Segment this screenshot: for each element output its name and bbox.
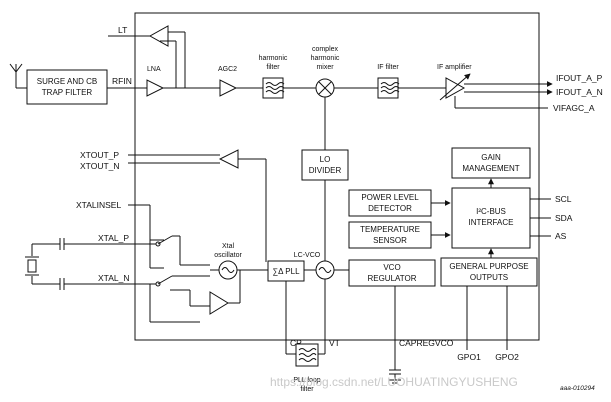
pin-sda: SDA — [555, 213, 573, 223]
pll-label: ∑Δ PLL — [272, 267, 300, 276]
harmonic-filter-label-1: harmonic — [259, 55, 288, 62]
chip-outline — [134, 12, 540, 341]
pin-lt: LT — [118, 25, 127, 35]
pll-loop-filter-block — [295, 343, 319, 367]
capacitor-icon — [59, 278, 65, 290]
antenna-icon — [9, 63, 27, 89]
general-purpose-outputs-block — [440, 257, 538, 287]
figure-id: aaa-010294 — [560, 385, 595, 392]
capacitor-icon — [389, 369, 401, 375]
pin-xtal-n: XTAL_N — [98, 273, 130, 283]
pin-xtalinsel: XTALINSEL — [76, 200, 121, 210]
capacitor-icon — [59, 238, 65, 250]
agc2-amplifier-icon — [219, 79, 238, 97]
filter-icon — [265, 82, 285, 94]
power-label-2: DETECTOR — [368, 204, 412, 213]
pin-cp: CP — [290, 338, 302, 348]
if-amplifier-label: IF amplifier — [437, 64, 472, 71]
xtout-buffer-icon — [218, 149, 239, 169]
surge-label-2: TRAP FILTER — [42, 88, 93, 97]
switch-icon — [155, 235, 180, 247]
i2c-bus-interface-block — [451, 187, 531, 249]
mixer-label-3: mixer — [316, 64, 334, 71]
mixer-label-1: complex — [312, 46, 339, 53]
lt-buffer-icon — [148, 25, 169, 47]
filter-icon — [380, 82, 400, 94]
xtal-osc-label-1: Xtal — [222, 243, 235, 250]
harmonic-filter-label-2: filter — [266, 64, 280, 71]
pin-as: AS — [555, 231, 567, 241]
crystal-icon — [25, 256, 39, 276]
if-filter-label: IF filter — [377, 64, 399, 71]
lc-vco-label: LC-VCO — [294, 252, 321, 259]
gpo-label-1: GENERAL PURPOSE — [449, 262, 528, 271]
gpo-label-2: OUTPUTS — [470, 273, 508, 282]
pin-xtout-p: XTOUT_P — [80, 150, 119, 160]
pin-ifout-a-n: IFOUT_A_N — [556, 87, 603, 97]
agc2-label: AGC2 — [218, 66, 237, 73]
pin-xtout-n: XTOUT_N — [80, 161, 120, 171]
watermark: https://blog.csdn.net/LUOHUATINGYUSHENG — [270, 375, 518, 389]
gain-label-2: MANAGEMENT — [462, 164, 519, 173]
lo-divider-label-1: LO — [320, 155, 331, 164]
gain-management-block — [451, 147, 531, 179]
switch-icon — [155, 275, 180, 287]
lna-label: LNA — [147, 66, 161, 73]
pll-loop-filter-label-1: PLL loop — [293, 377, 320, 384]
power-level-detector-block — [348, 189, 432, 217]
pll-loop-filter-label-2: filter — [300, 386, 314, 393]
xtal-osc-label-2: oscillator — [214, 252, 242, 259]
vco-regulator-block — [348, 259, 436, 287]
power-label-1: POWER LEVEL — [361, 193, 419, 202]
gain-label-1: GAIN — [481, 153, 501, 162]
pin-gpo1: GPO1 — [457, 352, 481, 362]
temp-label-2: SENSOR — [373, 236, 407, 245]
pin-gpo2: GPO2 — [495, 352, 519, 362]
pin-vifagc-a: VIFAGC_A — [553, 103, 595, 113]
pin-capregvco: CAPREGVCO — [399, 338, 454, 348]
ground-icon — [389, 374, 401, 384]
i2c-label-2: INTERFACE — [469, 218, 514, 227]
pin-ifout-a-p: IFOUT_A_P — [556, 73, 603, 83]
temp-label-1: TEMPERATURE — [360, 225, 420, 234]
surge-label-1: SURGE AND CB — [37, 77, 97, 86]
mixer-label-2: harmonic — [311, 55, 340, 62]
pin-rfin: RFIN — [112, 76, 132, 86]
i2c-label-1: I²C-BUS — [476, 207, 506, 216]
pin-xtal-p: XTAL_P — [98, 233, 129, 243]
vco-regulator-label-2: REGULATOR — [367, 274, 416, 283]
xtal-buffer-icon — [209, 291, 229, 315]
lna-amplifier-icon — [146, 79, 165, 97]
pin-vt: VT — [329, 338, 340, 348]
if-amplifier-icon — [445, 77, 466, 99]
lo-divider-label-2: DIVIDER — [309, 166, 342, 175]
pin-scl: SCL — [555, 194, 572, 204]
vco-regulator-label-1: VCO — [383, 263, 400, 272]
surge-cb-trap-filter-block — [26, 69, 108, 105]
filter-icon — [298, 348, 317, 362]
